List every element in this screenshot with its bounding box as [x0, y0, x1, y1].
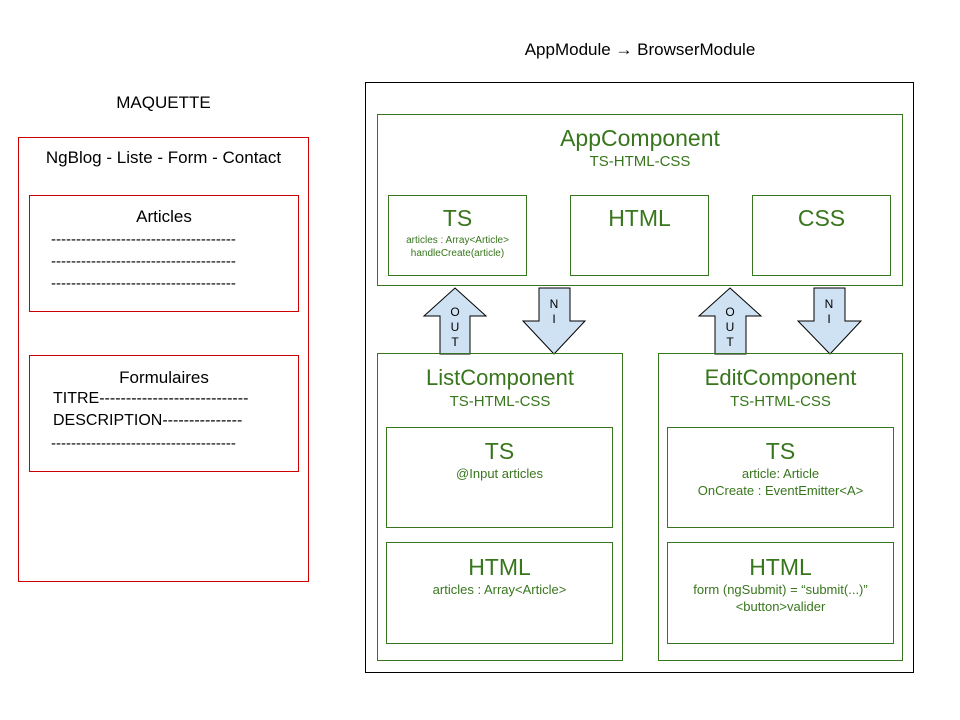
- in-arrow-letter: I: [552, 312, 556, 326]
- edit-ts-line: article: Article: [741, 466, 820, 481]
- maquette-formulaires-box: [29, 355, 299, 472]
- out-arrow-letter: T: [726, 335, 734, 349]
- maquette-form-line: -------------------------------------: [51, 435, 236, 452]
- app-module-frame: [365, 82, 914, 673]
- edit-ts-label: TS: [765, 438, 796, 464]
- out-arrow-letter: O: [725, 305, 735, 319]
- maquette-articles-box: [29, 195, 299, 312]
- app-component-box: [377, 114, 903, 286]
- app-component-subtitle: TS-HTML-CSS: [589, 153, 691, 170]
- list-component-box: [377, 353, 623, 661]
- edit-ts-box: [667, 427, 894, 528]
- maquette-articles-title: Articles: [136, 207, 192, 226]
- list-ts-label: TS: [484, 438, 515, 464]
- edit-component-name: EditComponent: [704, 365, 857, 390]
- out-arrow-list: [422, 287, 488, 355]
- app-css-box: [752, 195, 891, 276]
- app-html-label: HTML: [608, 205, 671, 231]
- in-arrow-letter: N: [549, 297, 559, 311]
- list-component-subtitle: TS-HTML-CSS: [449, 393, 551, 410]
- maquette-articles-line: -------------------------------------: [51, 275, 236, 292]
- in-arrow-letter: N: [824, 297, 834, 311]
- edit-ts-line: OnCreate : EventEmitter<A>: [697, 483, 864, 498]
- list-html-line: articles : Array<Article>: [432, 582, 567, 597]
- module-title: AppModule → BrowserModule: [524, 40, 756, 59]
- in-arrow-edit: [796, 287, 863, 355]
- maquette-frame: [18, 137, 309, 582]
- out-arrow-edit: [697, 287, 763, 355]
- maquette-formulaires-title: Formulaires: [119, 368, 209, 387]
- app-ts-label: TS: [442, 205, 473, 231]
- app-html-box: [570, 195, 709, 276]
- list-ts-line: @Input articles: [456, 466, 543, 481]
- list-ts-box: [386, 427, 613, 528]
- app-css-label: CSS: [797, 205, 846, 231]
- app-component-name: AppComponent: [560, 125, 720, 151]
- edit-html-label: HTML: [749, 554, 812, 580]
- edit-component-box: [658, 353, 903, 661]
- out-arrow-letter: U: [725, 320, 735, 334]
- maquette-title: MAQUETTE: [116, 93, 211, 112]
- maquette-articles-line: -------------------------------------: [51, 253, 236, 270]
- maquette-nav: NgBlog - Liste - Form - Contact: [45, 148, 282, 167]
- app-ts-line: handleCreate(article): [410, 248, 505, 259]
- edit-html-line: form (ngSubmit) = “submit(...)”: [693, 582, 868, 597]
- maquette-form-description: DESCRIPTION---------------: [53, 412, 243, 429]
- list-html-box: [386, 542, 613, 644]
- in-arrow-letter: I: [827, 312, 831, 326]
- edit-html-box: [667, 542, 894, 644]
- in-arrow-list: [521, 287, 587, 355]
- maquette-articles-line: -------------------------------------: [51, 231, 236, 248]
- edit-html-line: <button>valider: [735, 599, 826, 614]
- app-ts-box: [388, 195, 527, 276]
- edit-component-subtitle: TS-HTML-CSS: [730, 393, 831, 410]
- list-html-label: HTML: [468, 554, 531, 580]
- maquette-form-titre: TITRE----------------------------: [53, 390, 249, 407]
- out-arrow-letter: U: [450, 320, 460, 334]
- out-arrow-letter: O: [450, 305, 460, 319]
- app-ts-line: articles : Array<Article>: [406, 235, 509, 246]
- list-component-name: ListComponent: [426, 365, 574, 390]
- out-arrow-letter: T: [451, 335, 459, 349]
